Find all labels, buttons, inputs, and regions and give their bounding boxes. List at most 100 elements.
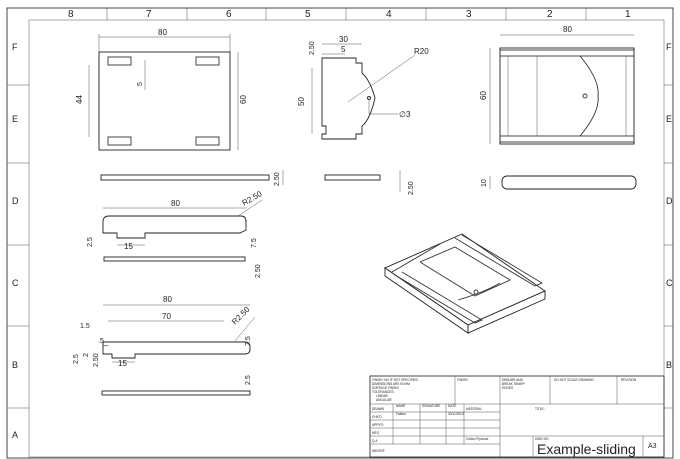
top-view: 80 60 44 5 [75,28,248,151]
dim-250: 2.50 [93,353,100,367]
dim-80: 80 [163,295,172,304]
dim-70: 70 [162,312,171,321]
material-value: Cotton Plywood [466,437,489,441]
revision-label: REVISION [621,378,637,382]
side-profile-view: R20 ∅3 30 5 2.50 50 [297,35,429,140]
dim-slot: 15 [124,242,133,251]
slot [107,56,132,66]
dim-slot: 15 [118,359,127,368]
row-label: F [666,42,672,52]
flat-strips-row1: 2.50 2.50 10 [100,170,637,195]
section-2-outline [102,346,251,359]
dim-250: 2.50 [309,41,316,55]
sheet-size: A3 [648,443,657,450]
dim-height: 60 [479,91,488,100]
dim-50: 50 [297,97,306,106]
note-line: FINISH: NO IF NOT SPECIFIED [372,378,419,382]
dim-7-5: 7.5 [245,336,252,346]
row-label: DRAWN [372,407,385,411]
date-header: DATE [448,404,456,408]
row-label: APPV'D [372,423,384,427]
note-line: LINEAR: [376,394,389,398]
note-line: DIMENSIONS ARE IN MM [372,382,410,386]
isometric-view [384,233,546,334]
column-label: 1 [625,9,631,20]
hole [366,95,372,101]
row-label: C [12,278,19,288]
column-label: 5 [305,9,311,20]
column-label: 7 [146,9,152,20]
row-label: B [666,360,672,370]
dim-2-5b: 2.5 [245,375,252,385]
dim-7-5: 7.5 [251,238,258,248]
deburr-line: DEBURR AND [502,378,524,382]
deburr-line: BREAK SHARP [502,382,525,386]
row-label: D [12,196,19,206]
do-not-scale: DO NOT SCALE DRAWING [554,378,594,382]
drawn-date: 30/11/2023 [448,412,464,416]
dim-250: 2.50 [255,264,262,278]
dim-slot-offset: 44 [75,95,84,104]
row-labels: F E D C B A F E D C B [12,42,673,440]
dim-1-5: 1.5 [80,323,90,330]
dim-05: .5 [98,338,104,345]
row-label: D [666,196,673,206]
column-label: 3 [466,9,472,20]
deburr-line: EDGES [502,386,513,390]
row-ticks [7,84,673,409]
weight-label: WEIGHT: [372,449,385,453]
hole [582,93,588,99]
dim-height: 60 [239,95,248,104]
dim-width: 80 [158,28,167,37]
slot [195,56,220,66]
dim-fillet: R2.50 [241,189,264,208]
inner-border [28,19,665,458]
row-label: CHK'D [372,415,382,419]
row-label: C [666,278,673,288]
row-label: E [666,114,672,124]
dim-5: 5 [341,45,346,54]
dim-iso-side: 10 [481,179,488,187]
side-strip [501,175,637,190]
top-view-outline [98,51,231,151]
column-label: 4 [386,9,392,20]
row-label: E [12,114,18,124]
outer-border [6,7,674,459]
note-line: ANGULAR: [376,398,392,402]
column-labels: 8 7 6 5 4 3 2 1 [68,9,631,20]
dim-width: 80 [171,199,180,208]
row-label: MFG [372,431,380,435]
section-1-outline [102,215,247,239]
section-view-1: 80 R2.50 2.5 15 7.5 2.50 [87,189,264,278]
column-ticks [106,8,587,20]
drawing-title: Example-sliding [537,441,636,457]
dim-fillet: R2.50 [230,305,252,327]
row-label: F [12,42,18,52]
slot [195,136,220,146]
title-block: FINISH: NO IF NOT SPECIFIED DIMENSIONS A… [369,375,665,458]
dim-2: 2 [83,353,90,357]
row-label: Q.A [372,439,378,443]
dim-30: 30 [339,35,348,44]
section-view-2: 80 70 1.5 R2.50 .5 2.5 2 2.50 15 7.5 2.5 [73,295,256,396]
dim-flat-mid: 2.50 [408,181,415,195]
dwg-no-label: DWG NO. [535,437,549,441]
column-label: 2 [547,9,553,20]
top-right-outline [499,47,635,145]
dim-flat-side: 2.50 [274,172,281,186]
top-right-view: 80 60 [479,25,635,145]
row-label: B [12,360,18,370]
dim-radius: R20 [414,47,429,56]
row-label: A [12,430,18,440]
note-line: SURFACE FINISH: [372,386,399,390]
note-line: TOLERANCES: [372,390,395,394]
material-label: MATERIAL: [466,407,483,411]
finish-label: FINISH: [457,378,468,382]
side-profile-outline [321,57,376,140]
dim-width: 80 [563,25,572,34]
column-label: 8 [68,9,74,20]
name-header: NAME [396,404,405,408]
dim-step: 2.5 [87,237,94,247]
column-label: 6 [226,9,232,20]
